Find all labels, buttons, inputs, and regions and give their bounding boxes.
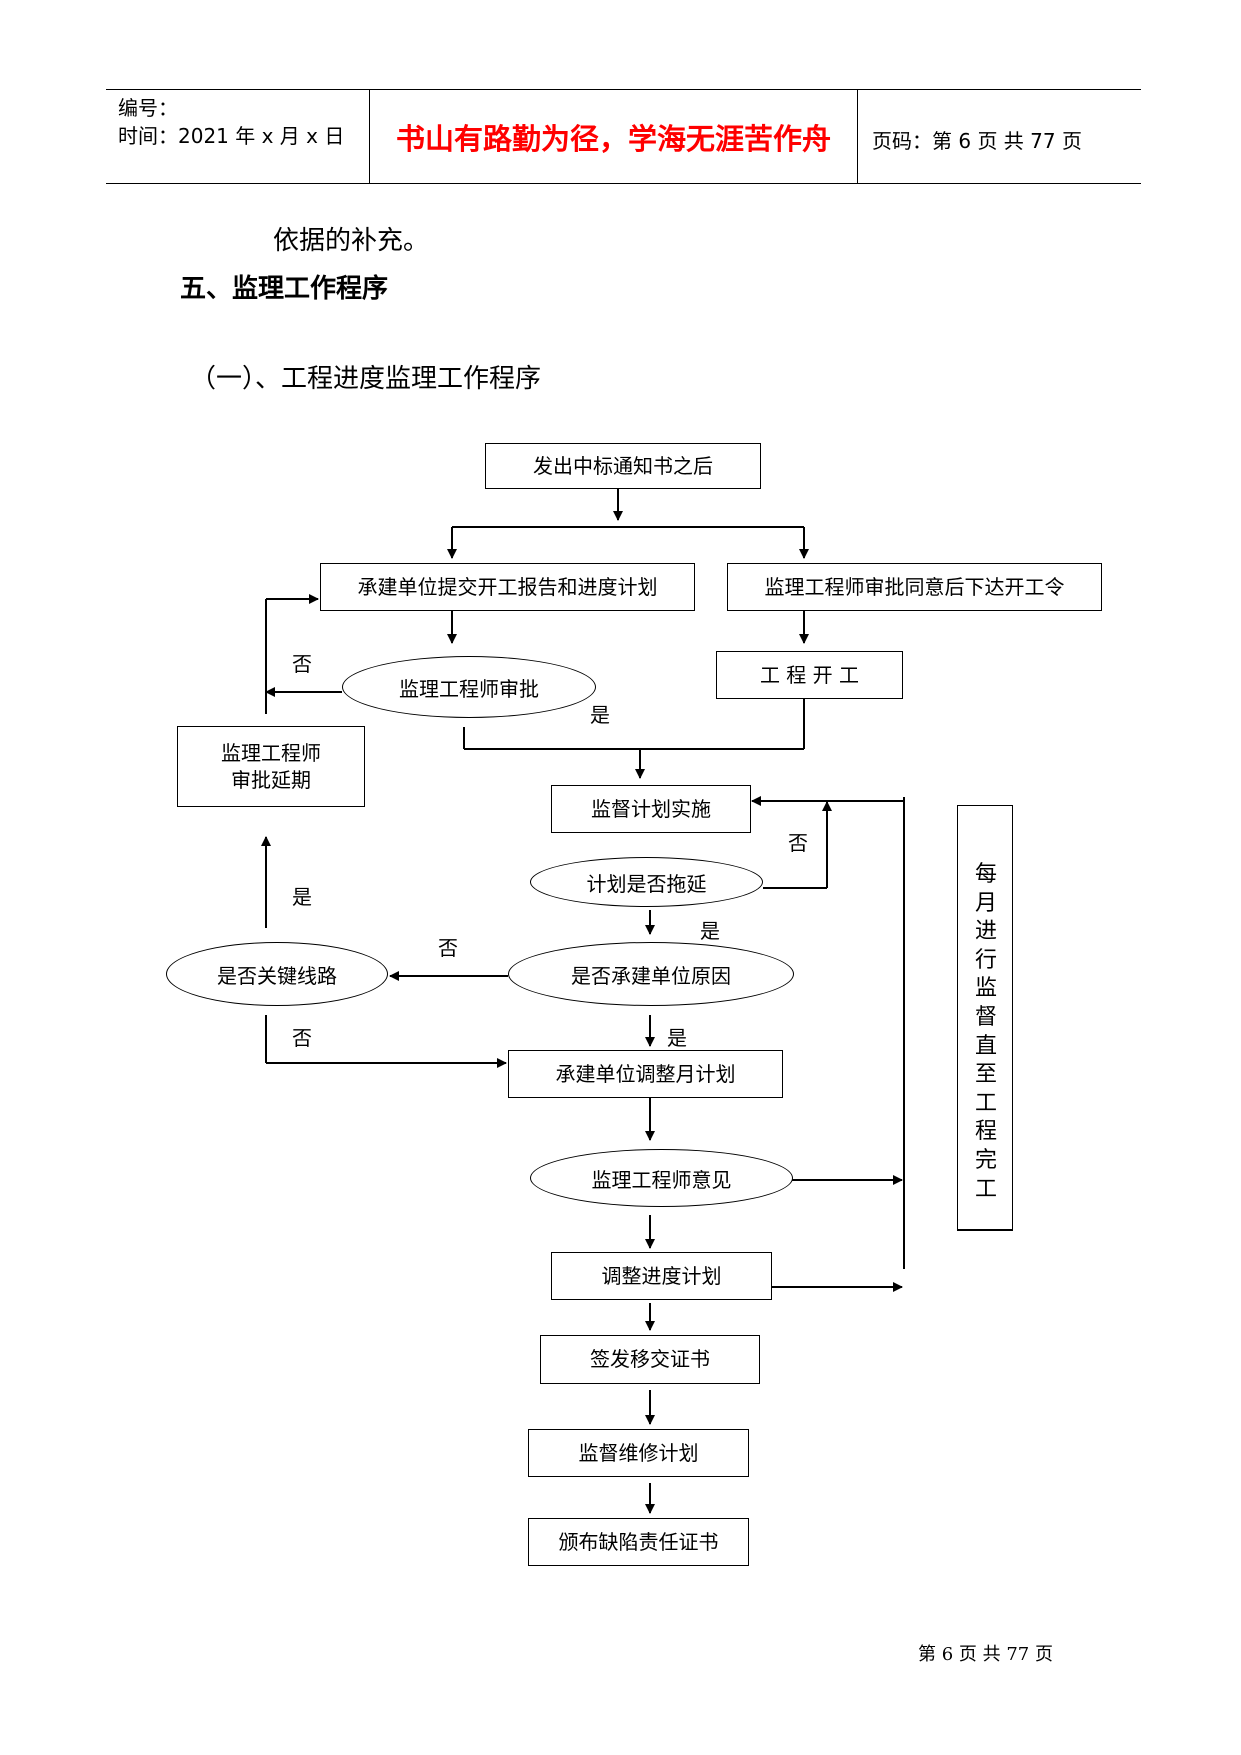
label-no: 否 [788, 831, 808, 855]
header-time-label: 时间：2021 年 x 月 x 日 [118, 124, 345, 148]
header-serial-label: 编号： [118, 96, 178, 120]
node-issue-start-order: 监理工程师审批同意后下达开工令 [727, 563, 1102, 611]
node-approve-extension: 监理工程师 审批延期 [177, 726, 365, 807]
node-submit-report: 承建单位提交开工报告和进度计划 [320, 563, 695, 611]
label-no: 否 [438, 936, 458, 960]
section-title: 五、监理工作程序 [180, 274, 389, 304]
label-yes: 是 [667, 1026, 687, 1050]
header-divider-right [857, 89, 858, 183]
header-motto: 书山有路勤为径，学海无涯苦作舟 [395, 122, 831, 156]
node-adjust-monthly-plan: 承建单位调整月计划 [508, 1050, 783, 1098]
node-adjust-schedule: 调整进度计划 [551, 1252, 772, 1300]
label-yes: 是 [590, 703, 610, 727]
header-table [106, 89, 1141, 184]
node-critical-path: 是否关键线路 [166, 942, 388, 1006]
header-page-label: 页码：第 6 页 共 77 页 [872, 129, 1082, 153]
header-divider-left [369, 89, 370, 183]
label-yes: 是 [292, 885, 312, 909]
label-yes: 是 [700, 919, 720, 943]
node-issue-handover: 签发移交证书 [540, 1335, 760, 1384]
page-footer: 第 6 页 共 77 页 [918, 1644, 1053, 1665]
side-monthly-supervision-box [957, 805, 1013, 1231]
subsection-title: （一）、工程进度监理工作程序 [190, 364, 542, 394]
node-approve-extension-line2: 审批延期 [231, 767, 311, 792]
node-engineer-approve: 监理工程师审批 [342, 656, 596, 718]
side-monthly-supervision-text: 每月进行监督直至工程完工 [974, 862, 997, 1202]
node-engineer-opinion: 监理工程师意见 [530, 1149, 793, 1207]
node-approve-extension-line1: 监理工程师 [221, 740, 321, 765]
node-defects-certificate: 颁布缺陷责任证书 [528, 1518, 749, 1566]
node-supervise-maintenance: 监督维修计划 [528, 1429, 749, 1477]
node-bid-notice: 发出中标通知书之后 [485, 443, 761, 489]
continuation-text: 依据的补充。 [273, 226, 430, 256]
node-contractor-cause: 是否承建单位原因 [508, 942, 794, 1006]
node-plan-delayed: 计划是否拖延 [530, 857, 763, 907]
label-no: 否 [292, 652, 312, 676]
label-no: 否 [292, 1026, 312, 1050]
node-supervise-plan: 监督计划实施 [551, 785, 751, 833]
node-project-start: 工 程 开 工 [716, 651, 903, 699]
